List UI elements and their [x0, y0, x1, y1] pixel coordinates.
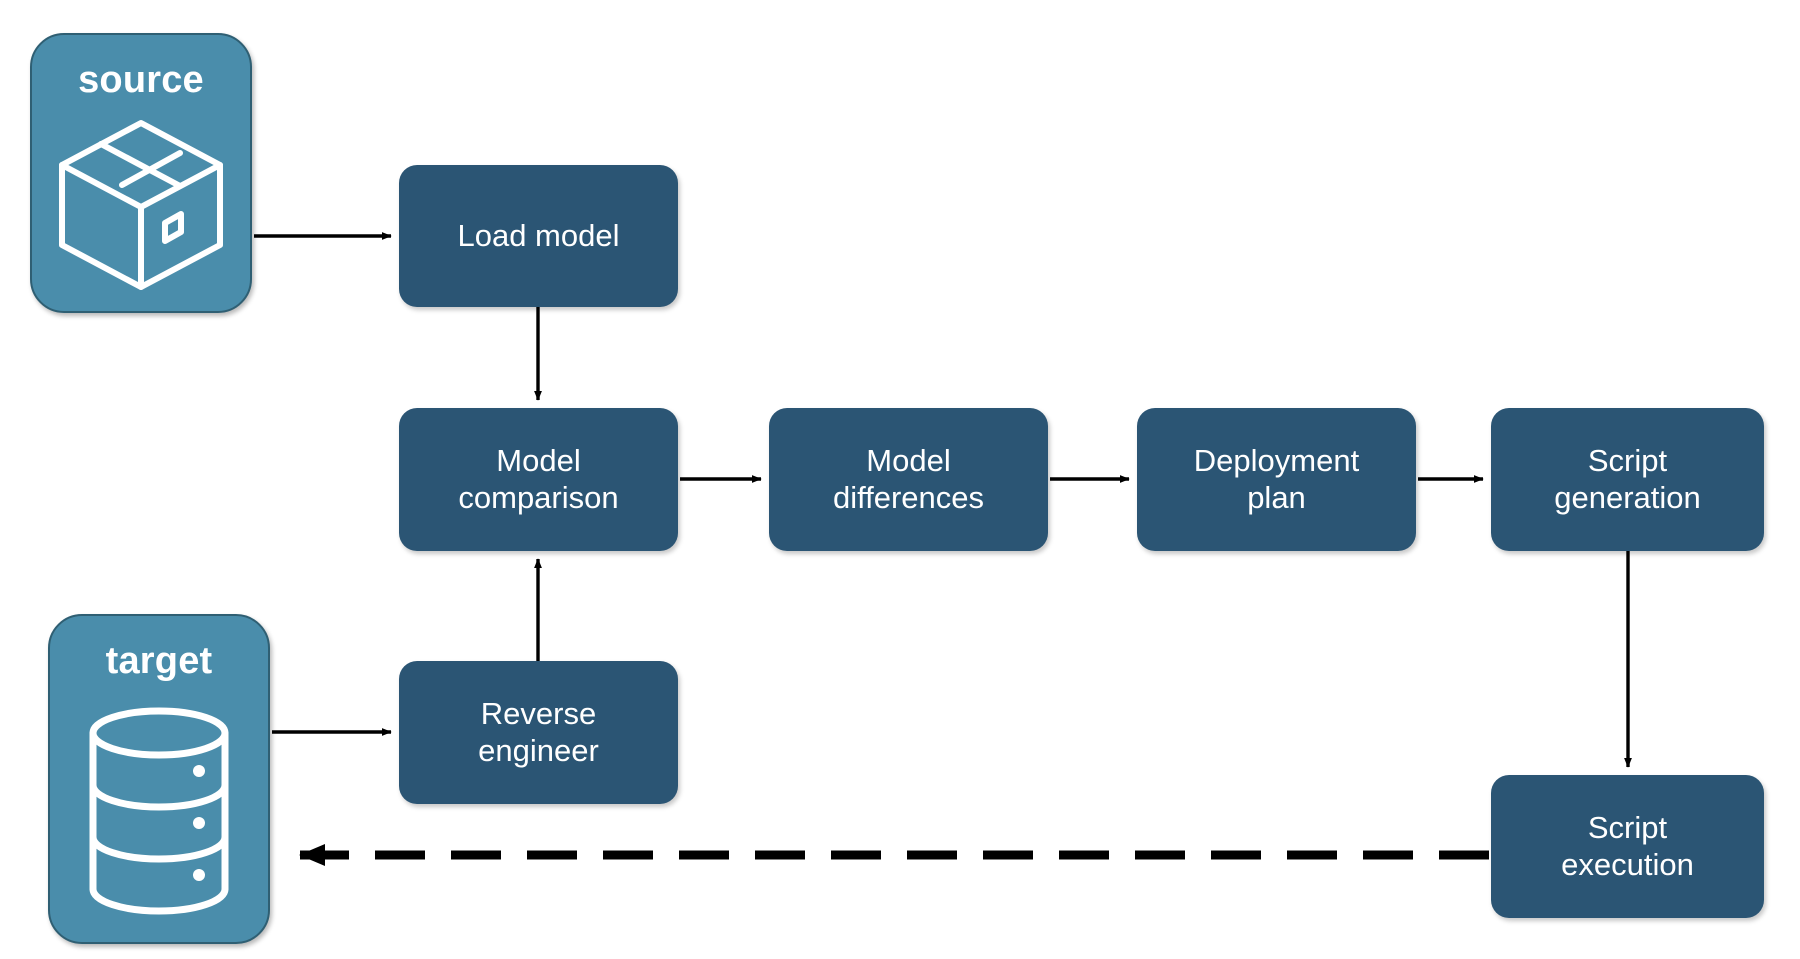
process-model-comparison[interactable]: Model comparison: [399, 408, 678, 551]
database-cylinder-icon: [50, 680, 268, 942]
endpoint-source-label: source: [78, 59, 204, 101]
process-reverse-engineer-line-1: Reverse: [480, 695, 597, 731]
package-box-icon: [32, 99, 250, 311]
process-script-execution-line-2: execution: [1561, 846, 1694, 882]
process-model-differences-line-2: differences: [832, 479, 985, 515]
process-reverse-engineer[interactable]: Reverse engineer: [399, 661, 678, 804]
endpoint-source[interactable]: source: [30, 33, 252, 313]
process-deployment-plan-line-2: plan: [1247, 479, 1306, 515]
process-deployment-plan[interactable]: Deployment plan: [1137, 408, 1416, 551]
process-script-generation[interactable]: Script generation: [1491, 408, 1764, 551]
process-model-comparison-line-1: Model: [496, 442, 581, 478]
endpoint-target[interactable]: target: [48, 614, 270, 944]
endpoint-target-label: target: [105, 640, 213, 682]
process-model-comparison-line-2: comparison: [458, 479, 619, 515]
process-script-execution[interactable]: Script execution: [1491, 775, 1764, 918]
process-script-execution-line-1: Script: [1587, 809, 1668, 845]
process-reverse-engineer-line-2: engineer: [478, 732, 599, 768]
process-model-differences-line-1: Model: [866, 442, 951, 478]
process-script-generation-line-2: generation: [1554, 479, 1701, 515]
process-deployment-plan-line-1: Deployment: [1193, 442, 1360, 478]
process-load-model[interactable]: Load model: [399, 165, 678, 307]
process-load-model-line-1: Load model: [457, 217, 620, 253]
process-script-generation-line-1: Script: [1587, 442, 1668, 478]
process-model-differences[interactable]: Model differences: [769, 408, 1048, 551]
